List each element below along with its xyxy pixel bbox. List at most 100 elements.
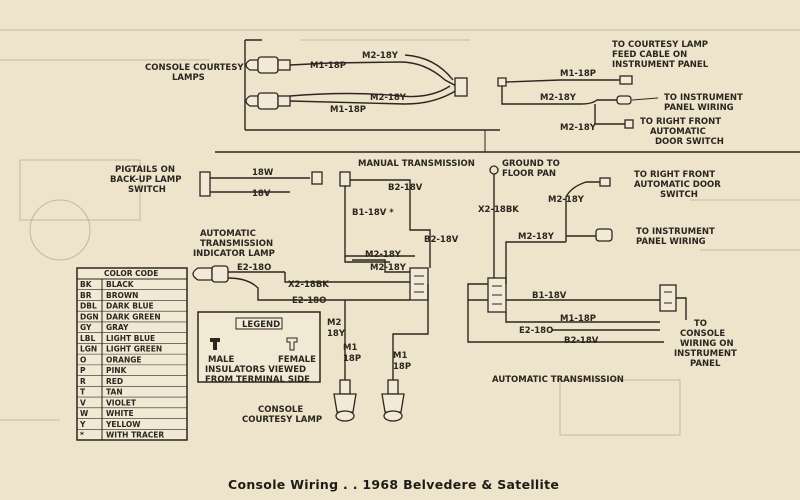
legend-note-2: FROM TERMINAL SIDE — [205, 375, 310, 385]
color-code-name: DARK BLUE — [106, 302, 154, 311]
color-code-abbr: P — [80, 366, 86, 375]
svg-text:INDICATOR LAMP: INDICATOR LAMP — [193, 249, 275, 259]
wire-label-m2-18y-a: M2-18Y — [362, 51, 399, 61]
wire-label-m1-18p-a: M1-18P — [310, 61, 346, 71]
color-code-name: PINK — [106, 366, 128, 375]
svg-text:SWITCH: SWITCH — [128, 185, 166, 195]
male-insulator-icon — [210, 338, 220, 350]
wire-label-m2-18y-h: M2-18Y — [518, 232, 555, 242]
background-ghost-lines — [0, 29, 800, 436]
wire-label-m2-18y-g: M2-18Y — [548, 195, 585, 205]
wire-label-m1-v-b: M1 — [393, 351, 407, 361]
wire-label-m2-v: M2 — [327, 318, 341, 328]
wire-label-e2-18o-a: E2-18O — [237, 263, 271, 273]
wire-label-m2-18y-e: M2-18Y — [365, 250, 402, 260]
female-insulator-icon — [286, 337, 298, 351]
wire-label-b2-18v-a: B2-18V — [388, 183, 423, 193]
legend-box: LEGEND MALE FEMALE INSULATORS VIEWED FRO… — [197, 311, 321, 385]
color-code-abbr: W — [80, 409, 89, 418]
wire-label-b2-18v-b: B2-18V — [424, 235, 459, 245]
diagram-caption: Console Wiring . . 1968 Belvedere & Sate… — [228, 477, 559, 492]
ground-icon — [489, 165, 499, 175]
color-code-abbr: DBL — [80, 302, 97, 311]
auto-trans-indicator-label: AUTOMATIC — [200, 229, 256, 239]
color-code-name: YELLOW — [105, 420, 141, 429]
svg-text:DOOR SWITCH: DOOR SWITCH — [655, 137, 724, 147]
instrument-panel-wiring-top-label: TO INSTRUMENT — [664, 93, 743, 103]
svg-text:CONSOLE: CONSOLE — [680, 329, 725, 339]
console-courtesy-lamp-bottom: M2 18Y M1 18P M1 18P CONSOLE COURTESY LA… — [242, 300, 411, 425]
rf-door-switch-top-label: TO RIGHT FRONT — [640, 117, 721, 127]
wire-label-m2-18y-c: M2-18Y — [540, 93, 577, 103]
svg-text:SWITCH: SWITCH — [660, 190, 698, 200]
color-code-name: BROWN — [106, 291, 138, 300]
color-code-abbr: LGN — [80, 345, 97, 354]
legend-title: LEGEND — [242, 320, 280, 330]
wire-label-b2-18v-c: B2-18V — [564, 336, 599, 346]
console-wiring-ip-label: TO — [694, 319, 707, 329]
color-code-name: LIGHT BLUE — [106, 334, 155, 343]
auto-trans-connector-right — [659, 284, 677, 312]
color-code-abbr: T — [80, 388, 86, 397]
pigtails-section: PIGTAILS ON BACK-UP LAMP SWITCH 18W 18V — [110, 165, 323, 199]
console-courtesy-lamp-label: CONSOLE — [258, 405, 303, 415]
color-code-abbr: O — [80, 355, 86, 364]
color-code-abbr: V — [80, 398, 86, 407]
wire-label-m2-18y-b: M2-18Y — [370, 93, 407, 103]
color-code-name: VIOLET — [106, 398, 137, 407]
pigtails-label: PIGTAILS ON — [115, 165, 175, 175]
wire-label-m2-18y-d: M2-18Y — [560, 123, 597, 133]
indicator-lamp-section: AUTOMATIC TRANSMISSION INDICATOR LAMP E2… — [192, 229, 410, 306]
automatic-transmission-label: AUTOMATIC TRANSMISSION — [492, 375, 624, 385]
color-code-abbr: GY — [80, 323, 92, 332]
color-code-abbr: BK — [80, 280, 93, 289]
ground-label: GROUND TO — [502, 159, 560, 169]
color-code-name: RED — [106, 377, 123, 386]
svg-text:18P: 18P — [343, 354, 361, 364]
svg-text:BACK-UP LAMP: BACK-UP LAMP — [110, 175, 181, 185]
console-courtesy-lamps-section: CONSOLE COURTESY LAMPS M2-18Y M1-18P M2-… — [145, 39, 800, 153]
svg-text:FEED CABLE ON: FEED CABLE ON — [612, 50, 687, 60]
svg-text:AUTOMATIC: AUTOMATIC — [650, 127, 706, 137]
svg-text:INSTRUMENT PANEL: INSTRUMENT PANEL — [612, 60, 709, 70]
console-courtesy-lamps-label: CONSOLE COURTESY — [145, 63, 244, 73]
wire-label-m1-18p-c: M1-18P — [560, 69, 596, 79]
color-code-name: DARK GREEN — [106, 312, 161, 321]
color-code-name: GRAY — [106, 323, 129, 332]
legend-female: FEMALE — [278, 355, 316, 365]
center-connector: M2-18Y M2-18Y — [344, 250, 429, 354]
console-courtesy-lamps-label-2: LAMPS — [172, 73, 205, 83]
legend-male: MALE — [208, 355, 234, 365]
courtesy-feed-label: TO COURTESY LAMP — [612, 40, 708, 50]
color-code-table: COLOR CODE BK BLACK BR BROWN DBL DARK BLUE DGN… — [76, 267, 188, 441]
wire-label-m1-v-a: M1 — [343, 343, 357, 353]
svg-text:PANEL: PANEL — [690, 359, 721, 369]
color-code-name: BLACK — [106, 280, 135, 289]
wire-label-x2-18bk-b: X2-18BK — [478, 205, 519, 215]
wire-label-18v: 18V — [252, 189, 271, 199]
svg-text:FLOOR PAN: FLOOR PAN — [502, 169, 556, 179]
color-code-name: LIGHT GREEN — [106, 345, 162, 354]
manual-transmission-section: MANUAL TRANSMISSION B2-18V B1-18V * B2-1… — [339, 159, 475, 268]
color-code-abbr: Y — [79, 420, 86, 429]
wire-label-m2-18y-f: M2-18Y — [370, 263, 407, 273]
color-code-abbr: LBL — [80, 334, 95, 343]
color-code-abbr: DGN — [80, 312, 99, 321]
color-code-abbr: BR — [80, 291, 92, 300]
instrument-panel-mid-connector — [595, 228, 613, 242]
color-code-name: WHITE — [106, 409, 134, 418]
color-code-name: TAN — [106, 388, 123, 397]
color-code-title: COLOR CODE — [104, 269, 158, 278]
svg-text:18P: 18P — [393, 362, 411, 372]
rf-door-switch-mid-connector — [599, 177, 611, 187]
junction-connector-top — [454, 77, 468, 97]
instrument-panel-wiring-mid-label: TO INSTRUMENT — [636, 227, 715, 237]
wire-label-m1-18p-d: M1-18P — [560, 314, 596, 324]
svg-text:INSTRUMENT: INSTRUMENT — [674, 349, 737, 359]
wire-label-e2-18o-b: E2-18O — [292, 296, 326, 306]
color-code-abbr: R — [80, 377, 86, 386]
manual-transmission-label: MANUAL TRANSMISSION — [358, 159, 475, 169]
rf-door-switch-mid-label: TO RIGHT FRONT — [634, 170, 715, 180]
